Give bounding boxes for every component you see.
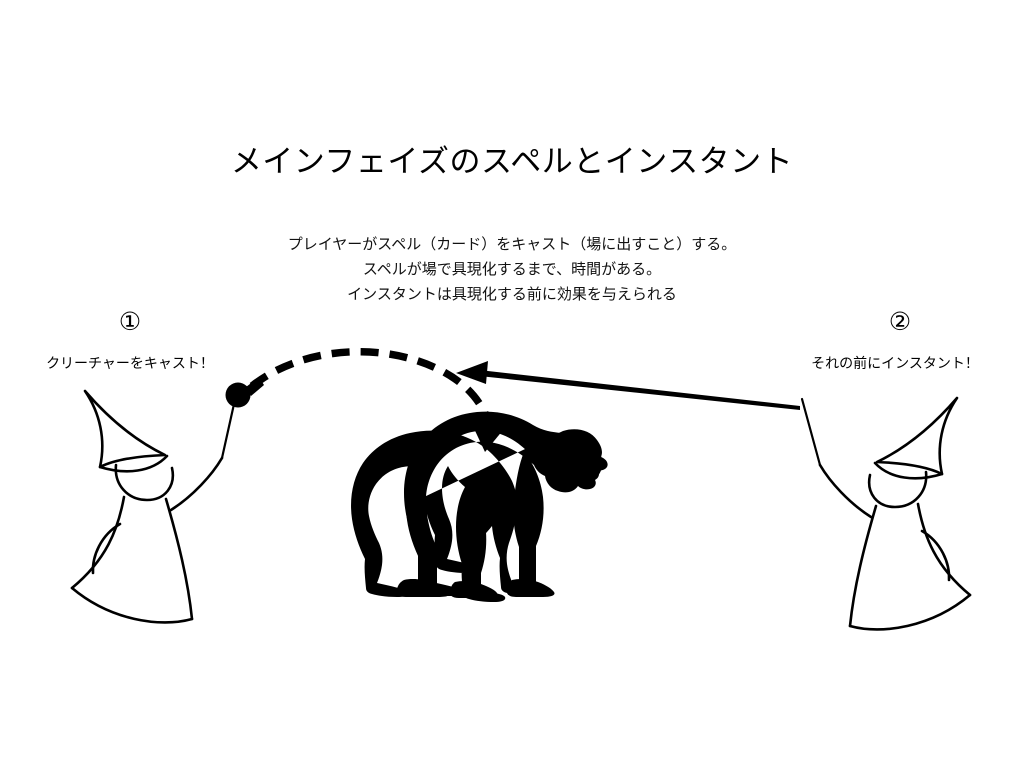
wizard-right-hat-brim	[873, 461, 944, 480]
body-text-line-3: インスタントは具現化する前に効果を与えられる	[347, 286, 677, 303]
wizard-casting-figure	[70, 389, 236, 624]
ape-front-leg	[460, 492, 487, 588]
wizard-right-robe-left-edge	[848, 504, 878, 628]
spell-orb-spark	[246, 377, 264, 396]
wizard-left-sleeve	[91, 522, 122, 575]
body-text-block: プレイヤーがスペル（カード）をキャスト（場に出すこと）する。 スペルが場で具現化…	[0, 232, 1024, 307]
ape-silhouette	[351, 411, 608, 602]
ape-hind-leg	[513, 452, 544, 587]
right-action-label: それの前にインスタント！	[811, 355, 979, 371]
dashed-cast-arc	[249, 347, 492, 422]
wizard-left-robe-right-edge	[164, 497, 194, 621]
step-marker-one: ①	[118, 308, 142, 336]
wizard-left-raised-arm	[169, 456, 224, 512]
wizard-right-robe-right-edge	[916, 502, 972, 597]
wizard-left-robe-left-edge	[70, 495, 126, 590]
wizard-right-head	[867, 470, 928, 509]
wizard-right-wand	[800, 397, 822, 467]
solid-instant-arrow	[456, 361, 800, 410]
left-action-label: クリーチャーをキャスト！	[46, 355, 214, 371]
wizard-left-head	[114, 463, 175, 502]
page-title: メインフェイズのスペルとインスタント	[230, 144, 794, 179]
body-text-line-2: スペルが場で具現化するまで、時間がある。	[362, 261, 662, 278]
ape-hand-left	[396, 579, 451, 597]
wizard-right-hat-icon	[875, 396, 959, 476]
wizard-instant-figure	[800, 396, 972, 631]
step-marker-two: ②	[888, 308, 912, 336]
wizard-left-hat-icon	[83, 389, 167, 469]
wizard-left-hat-brim	[98, 454, 169, 473]
ape-foot-front	[449, 580, 498, 598]
wizard-left-robe-hem	[70, 586, 194, 624]
wizard-right-sleeve	[920, 529, 951, 582]
dashed-cast-arrow	[249, 347, 508, 452]
ape-foot-hind	[506, 578, 555, 597]
wizard-right-raised-arm	[818, 463, 873, 519]
wizard-right-robe-hem	[848, 593, 972, 631]
dashed-cast-arrowhead	[470, 420, 508, 452]
ape-torso	[404, 411, 603, 588]
spell-orb-circle	[225, 382, 251, 408]
wizard-left-wand	[220, 402, 236, 460]
ape-body	[351, 429, 608, 602]
spell-orb-icon	[225, 377, 264, 408]
instant-arrow-shaft	[479, 370, 800, 410]
body-text-line-1: プレイヤーがスペル（カード）をキャスト（場に出すこと）する。	[287, 236, 737, 253]
instant-arrow-head	[456, 361, 488, 384]
